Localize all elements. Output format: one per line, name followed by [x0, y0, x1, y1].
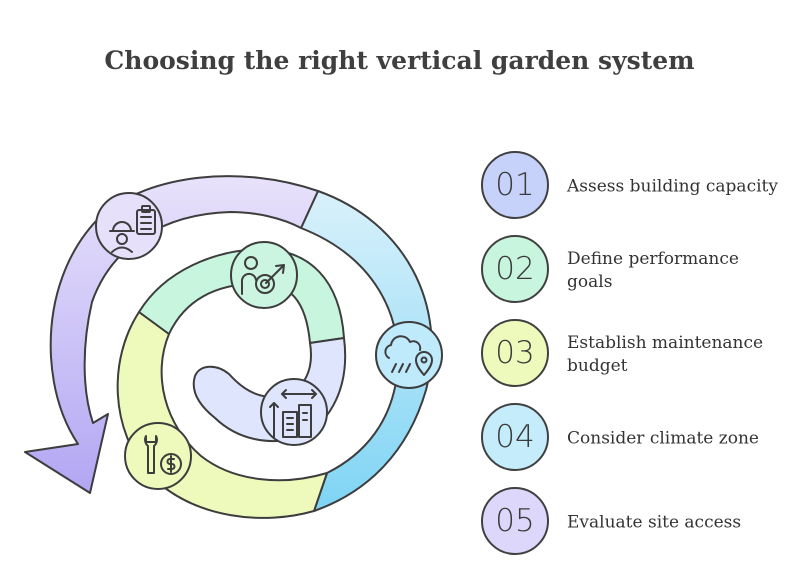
step-3-number: 03	[481, 319, 549, 387]
step-1: 01 Assess building capacity	[481, 151, 791, 223]
step-5: 05 Evaluate site access	[481, 487, 791, 559]
step-4: 04 Consider climate zone	[481, 403, 791, 475]
diagram-title: Choosing the right vertical garden syste…	[104, 46, 695, 75]
person-target-icon	[230, 241, 298, 309]
cloud-rain-location-icon	[375, 321, 443, 389]
step-2-number: 02	[481, 235, 549, 303]
step-5-number: 05	[481, 487, 549, 555]
step-4-label: Consider climate zone	[567, 428, 759, 449]
building-measure-icon	[260, 378, 328, 446]
step-3-label: Establish maintenance budget	[567, 333, 764, 376]
step-2: 02 Define performance goals	[481, 235, 791, 307]
step-1-label: Assess building capacity	[567, 176, 778, 197]
step-2-label: Define performance goals	[567, 249, 739, 292]
wrench-dollar-icon	[124, 422, 192, 490]
step-3: 03 Establish maintenance budget	[481, 319, 791, 391]
step-1-number: 01	[481, 151, 549, 219]
step-4-number: 04	[481, 403, 549, 471]
step-5-label: Evaluate site access	[567, 512, 742, 533]
engineer-clipboard-icon	[95, 192, 163, 260]
